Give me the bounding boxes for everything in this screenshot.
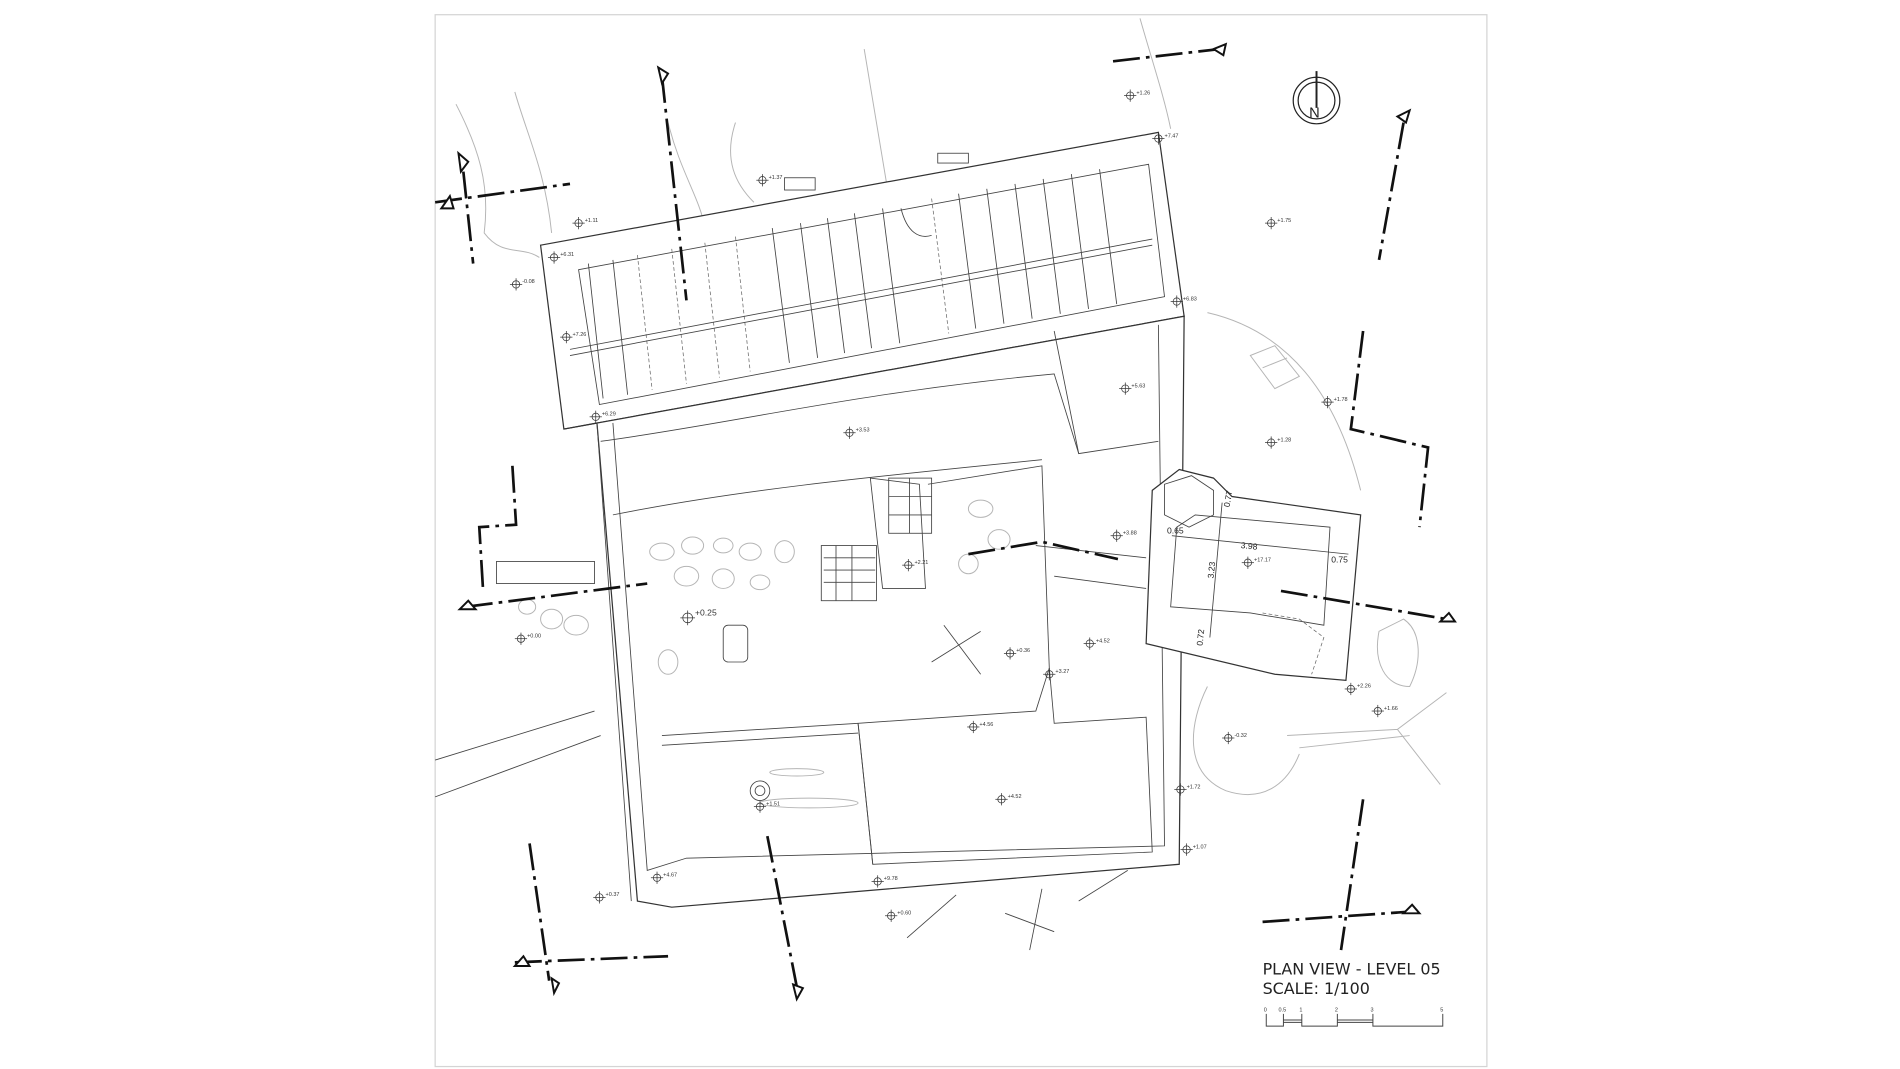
elevation-label: +4.67 (663, 873, 677, 879)
drawing-frame (434, 14, 1488, 1068)
terrain-contours (435, 18, 1447, 798)
elevation-label: +1.78 (1334, 397, 1348, 403)
elevation-label: +4.56 (979, 722, 993, 728)
elevation-label: +9.78 (884, 876, 898, 882)
section-cut-lines (434, 42, 1457, 1002)
elevation-label: +3.27 (1055, 669, 1069, 675)
elevation-label: +1.37 (769, 175, 783, 181)
drawing-title: PLAN VIEW - LEVEL 05 (1263, 960, 1441, 979)
elevation-label: -0.32 (1234, 733, 1247, 739)
elevation-label: +3.88 (1123, 530, 1137, 536)
elevation-label: +2.21 (914, 560, 928, 566)
elevation-label: -0.08 (522, 279, 535, 285)
elevation-label: +0.36 (1016, 648, 1030, 654)
elevation-label: +0.25 (695, 607, 717, 617)
elevation-label: +5.63 (1131, 383, 1145, 389)
elevation-label: +1.11 (585, 218, 599, 224)
elevation-label: +4.52 (1008, 794, 1022, 800)
elevation-label: +17.17 (1254, 557, 1271, 563)
main-compound (496, 315, 1185, 951)
scale-tick: 1 (1299, 1007, 1302, 1013)
elevation-label: +0.37 (606, 892, 620, 898)
elevation-label: +3.53 (856, 428, 870, 434)
elevation-markers: +1.26 +7.47 +1.37 +1.11 +6.31 -0.08 +6.8… (509, 89, 1398, 922)
elevation-label: +7.26 (572, 332, 586, 338)
elevation-label: +1.72 (1187, 784, 1201, 790)
elevation-label: +0.00 (527, 633, 541, 639)
elevation-label: +1.66 (1384, 706, 1398, 712)
elevation-label: +1.26 (1136, 90, 1150, 96)
drawing-scale: SCALE: 1/100 (1263, 979, 1370, 998)
east-tower: 0.77 0.65 3.98 0.75 3.23 0.72 (1145, 468, 1362, 682)
elevation-label: +6.31 (560, 252, 574, 258)
elevation-label: +1.51 (766, 801, 780, 807)
scale-tick: 0.5 (1279, 1007, 1287, 1013)
dimension-label: 3.98 (1240, 540, 1258, 552)
dimension-label: 0.65 (1167, 525, 1184, 535)
section-arrow-icon (439, 42, 1457, 1002)
elevation-label: +1.75 (1277, 218, 1291, 224)
scale-tick: 0 (1264, 1007, 1267, 1013)
elevation-label: +0.60 (897, 911, 911, 917)
north-arrow-icon: N (1292, 71, 1341, 125)
elevation-label: +6.29 (602, 412, 616, 418)
elevation-label: +7.47 (1165, 133, 1179, 139)
elevation-label: +1.28 (1277, 437, 1291, 443)
dimension-label: 3.23 (1206, 561, 1218, 579)
elevation-label: +2.26 (1357, 684, 1371, 690)
scale-tick: 5 (1440, 1007, 1443, 1013)
scale-bar: 0 0.5 1 2 3 5 (1264, 1007, 1443, 1027)
dimension-label: 0.75 (1331, 555, 1348, 565)
scale-tick: 2 (1335, 1007, 1338, 1013)
scale-tick: 3 (1370, 1007, 1373, 1013)
elevation-label: +6.83 (1183, 296, 1197, 302)
title-block: PLAN VIEW - LEVEL 05 SCALE: 1/100 0 0.5 … (1263, 960, 1443, 1027)
north-label: N (1309, 106, 1320, 122)
dimension-label: 0.77 (1222, 489, 1235, 507)
elevation-label: +4.52 (1096, 638, 1110, 644)
dimension-label: 0.72 (1195, 628, 1207, 646)
elevation-label: +1.07 (1193, 844, 1207, 850)
